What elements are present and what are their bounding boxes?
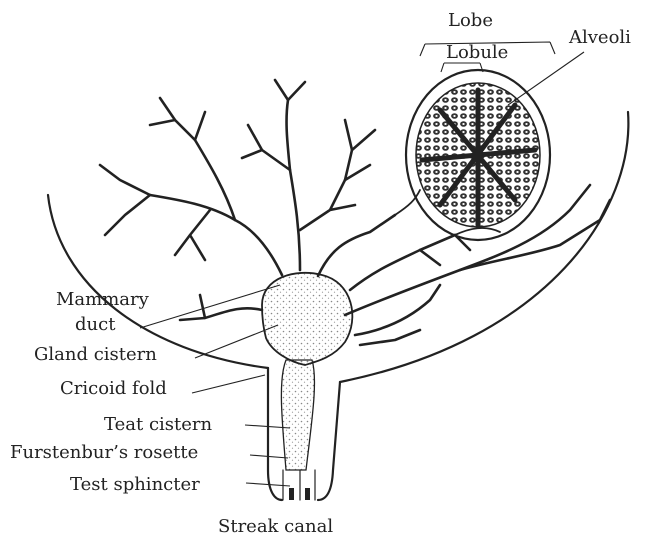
label-mammary-duct-line2: duct bbox=[75, 314, 116, 335]
label-teat-cistern: Teat cistern bbox=[104, 414, 213, 435]
label-test-sphincter: Test sphincter bbox=[70, 474, 200, 495]
label-alveoli: Alveoli bbox=[568, 27, 631, 48]
duct-branches-left bbox=[100, 98, 282, 320]
label-furstenburs-rosette: Furstenbur’s rosette bbox=[10, 442, 198, 463]
teat bbox=[268, 360, 340, 500]
label-lobule: Lobule bbox=[446, 42, 508, 63]
label-streak-canal: Streak canal bbox=[218, 516, 333, 537]
lobe-section bbox=[406, 70, 550, 240]
label-cricoid-fold: Cricoid fold bbox=[60, 378, 167, 399]
label-gland-cistern: Gland cistern bbox=[34, 344, 157, 365]
label-lobe: Lobe bbox=[448, 10, 493, 31]
label-mammary-duct-line1: Mammary bbox=[56, 289, 150, 310]
